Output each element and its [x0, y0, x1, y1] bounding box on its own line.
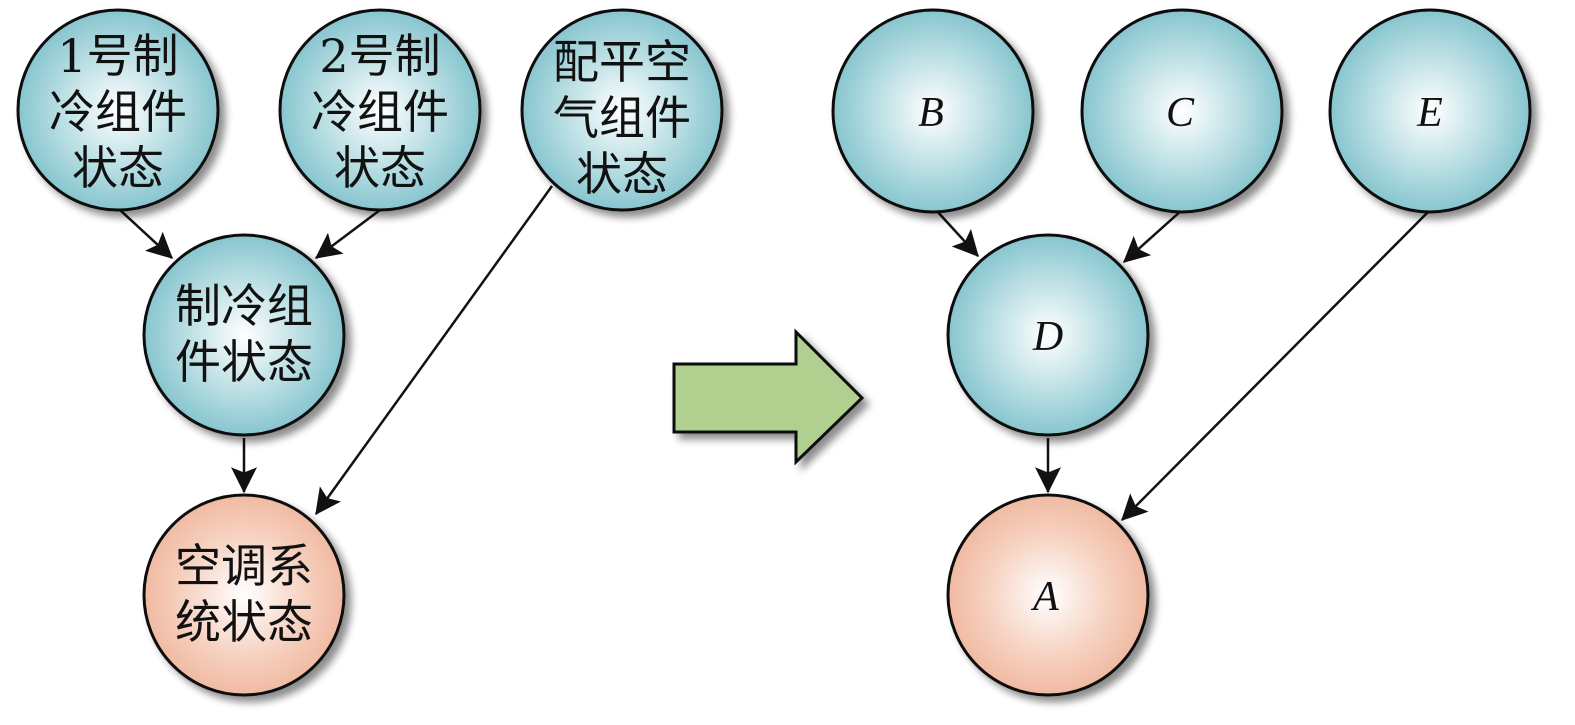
node-air-label-1: 配平空 — [553, 35, 691, 89]
node-r1-label-3: 状态 — [72, 141, 164, 195]
node-r1-label-1: 1号制 — [57, 29, 178, 83]
node-A-label: A — [1030, 574, 1059, 620]
node-cool — [142, 233, 346, 437]
node-r2-label-2: 冷组件 — [311, 85, 449, 139]
node-air-label-2: 气组件 — [553, 91, 691, 145]
edge-C-to-D — [1123, 209, 1183, 263]
edge-B-to-D — [935, 209, 979, 257]
node-cool-label-2: 件状态 — [175, 335, 313, 389]
node-D-label: D — [1032, 314, 1063, 360]
node-r1 — [16, 8, 220, 212]
node-B — [831, 8, 1035, 214]
node-E — [1328, 8, 1532, 214]
node-sys — [142, 493, 346, 697]
node-C-label: C — [1166, 90, 1195, 136]
node-D — [946, 233, 1150, 437]
node-B-label: B — [918, 90, 944, 136]
node-sys-label-1: 空调系 — [175, 539, 313, 593]
node-r1-label-2: 冷组件 — [49, 85, 187, 139]
right-edges — [935, 209, 1431, 521]
node-r2-label-3: 状态 — [334, 141, 426, 195]
node-air-label-3: 状态 — [576, 147, 668, 201]
node-r2-label-1: 2号制 — [319, 29, 440, 83]
edge-r1-to-cool — [119, 209, 173, 259]
left-edges — [119, 185, 554, 516]
transform-arrow-icon — [672, 328, 865, 466]
node-A — [946, 493, 1150, 697]
node-r2 — [278, 8, 482, 212]
node-C — [1080, 8, 1284, 214]
edge-r2-to-cool — [314, 209, 381, 259]
node-E-label: E — [1416, 90, 1443, 136]
node-sys-label-2: 统状态 — [175, 595, 313, 649]
node-air — [520, 8, 724, 212]
edge-air-to-sys — [314, 185, 554, 516]
node-cool-label-1: 制冷组 — [175, 279, 313, 333]
edge-E-to-A — [1121, 209, 1431, 521]
